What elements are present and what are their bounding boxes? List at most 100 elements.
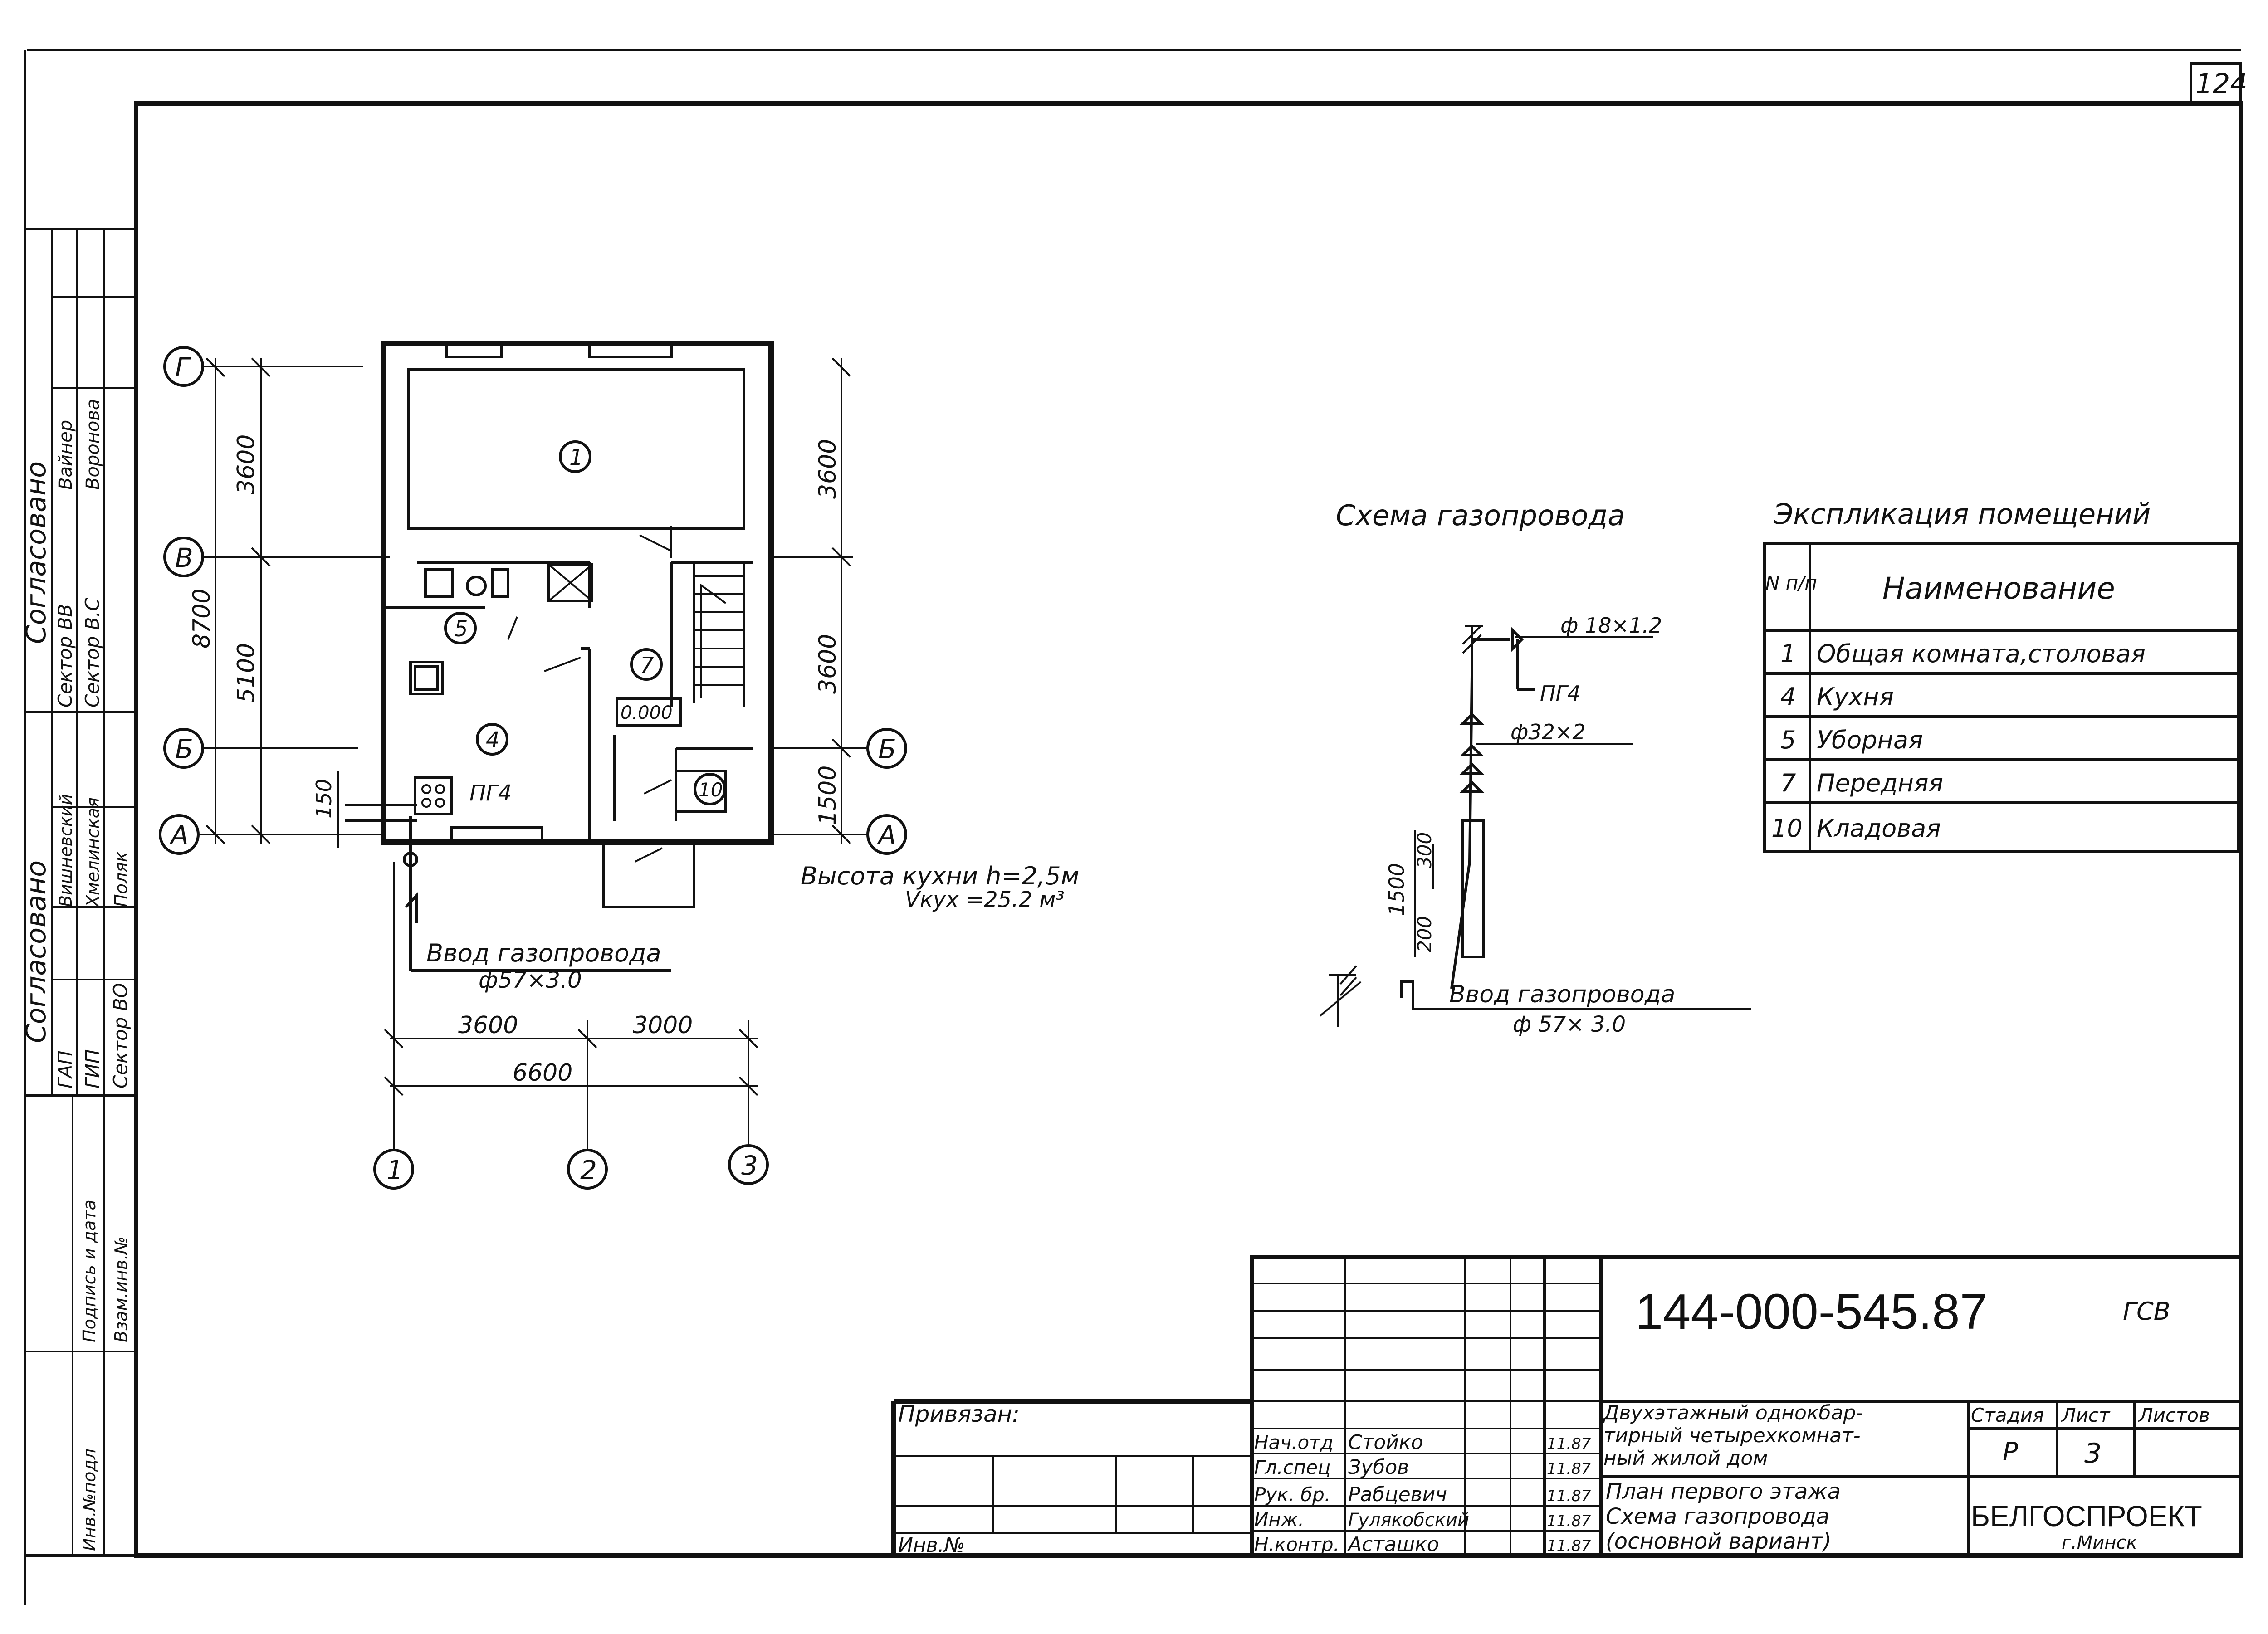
gas-scheme: Схема газопровода ф 18×1.2 ПГ4 ф32×2 300… [1319,499,1751,1037]
gas-inlet-size: ф57×3.0 [479,967,582,993]
person-date: 11.87 [1547,1487,1591,1505]
stamp-row-role: ГАП [54,1050,76,1088]
stage-label: Стадия [1971,1404,2044,1426]
explication-row-name: Кладовая [1817,814,1941,843]
axis-label: А [876,820,896,851]
axis-label: В [175,542,193,573]
dimension-label: 1500 [814,766,841,825]
room-number: 5 [454,616,468,642]
stamp-group1-title: Согласовано [20,461,52,644]
gas-inlet-label: Ввод газопровода [426,939,661,967]
person-role: Рук. бр. [1254,1483,1330,1506]
sheet-title-line: Схема газопровода [1606,1504,1829,1529]
axis-label: Г [175,352,192,383]
scheme-pipe-mid: ф32×2 [1510,720,1586,744]
dimension-label: 6600 [513,1059,572,1087]
person-name: Стойко [1348,1431,1423,1454]
dimension-label: 3600 [233,434,260,494]
scheme-dim: 1500 [1384,863,1409,916]
explication-row-name: Общая комната,столовая [1817,639,2146,668]
kitchen-height-note: Высота кухни h=2,5м [801,862,1079,890]
doc-section: ГСВ [2123,1297,2170,1326]
explication-row-name: Передняя [1817,769,1943,797]
org-city: г.Минск [2062,1532,2137,1553]
dimension-label: 3600 [458,1012,518,1039]
dimension-label: 150 [312,779,336,819]
person-name: Гулякобский [1348,1510,1469,1531]
explication-row-num: 10 [1771,814,1803,843]
bound-label: Привязан: [898,1401,1020,1427]
stamp-col-label: Инв.№подл [79,1449,99,1551]
stamp-row-name: Поляк [111,852,131,907]
explication-col-num: N п/п [1765,572,1817,594]
explication-table: Экспликация помещений N п/п Наименование… [1763,498,2240,853]
scheme-pipe-top: ф 18×1.2 [1560,613,1662,638]
stove-label: ПГ4 [469,780,512,806]
explication-row-name: Кухня [1817,683,1894,711]
stamp-row-role: Сектор ВО [109,983,132,1088]
scheme-dim: 200 [1413,916,1436,952]
room-number: 7 [640,653,654,678]
side-stamp: Согласовано Сектор ВВ Сектор В.С Вайнер … [20,228,137,1557]
axis-label: 2 [580,1155,597,1185]
person-date: 11.87 [1547,1460,1591,1478]
room-number: 10 [699,779,723,801]
explication-col-name: Наименование [1882,571,2115,606]
stove [414,776,453,815]
axis-label: 3 [741,1150,758,1181]
person-name: Зубов [1348,1456,1409,1479]
kitchen-volume-note: Vкух =25.2 м³ [905,887,1065,912]
dimension-label: 3000 [633,1012,693,1039]
org-name: БЕЛГОСПРОЕКТ [1971,1500,2202,1532]
axis-label: 1 [386,1155,403,1185]
stage-value: Р [2003,1437,2018,1467]
room-number: 1 [569,445,583,470]
person-role: Нач.отд [1254,1431,1334,1454]
level-mark: 0.000 [621,702,673,723]
person-name: Рабцевич [1348,1483,1447,1506]
stamp-row-name: Вишневский [56,794,76,907]
room-number: 4 [486,727,500,753]
stamp-row-role: ГИП [81,1049,103,1088]
person-name: Асташко [1347,1533,1439,1556]
person-date: 11.87 [1547,1512,1591,1530]
explication-row-name: Уборная [1817,726,1923,754]
dimension-label: 8700 [188,589,215,649]
floor-plan: Г В Б А Б А 1 2 3 [159,341,1079,1190]
axis-label: Б [175,734,193,765]
dimension-label: 3600 [814,634,841,694]
explication-row-num: 1 [1780,639,1796,668]
stamp-group2-title: Согласовано [20,860,52,1043]
sheet-title-line: План первого этажа [1606,1479,1841,1504]
person-date: 11.87 [1547,1537,1591,1555]
inv-label: Инв.№ [898,1534,965,1557]
person-date: 11.87 [1547,1435,1591,1453]
stamp-col-label: Подпись и дата [79,1200,99,1342]
title-block: Привязан: Инв.№ Нач.отд Стойко 11.87 Гл.… [891,1255,2243,1558]
axis-label: Б [878,734,896,765]
project-name-line: Двухэтажный однокбар- [1603,1401,1863,1424]
project-name-line: ный жилой дом [1603,1447,1768,1470]
explication-row-num: 5 [1780,726,1796,754]
person-role: Инж. [1254,1508,1304,1531]
sheet-value: 3 [2084,1438,2102,1469]
stamp-row-name: Воронова [83,399,103,490]
stamp-row-dept: Сектор В.С [81,597,103,707]
dimension-label: 5100 [233,643,260,703]
sheet-number: 124 [2195,68,2248,100]
person-role: Гл.спец [1254,1456,1331,1478]
scheme-title: Схема газопровода [1336,499,1625,532]
explication-row-num: 4 [1780,683,1796,711]
scheme-dim: 300 [1413,832,1436,868]
sheet-title-line: (основной вариант) [1606,1529,1832,1554]
dimension-label: 3600 [814,439,841,499]
doc-code: 144-000-545.87 [1635,1284,1988,1340]
axis-label: А [169,820,189,851]
sheet-label: Лист [2061,1404,2111,1426]
sheets-label: Листов [2138,1404,2210,1426]
stamp-row-name: Хмелинская [83,797,103,908]
explication-row-num: 7 [1780,769,1796,797]
stamp-col-label: Взам.инв.№ [111,1236,131,1342]
stamp-row-name: Вайнер [55,420,76,490]
